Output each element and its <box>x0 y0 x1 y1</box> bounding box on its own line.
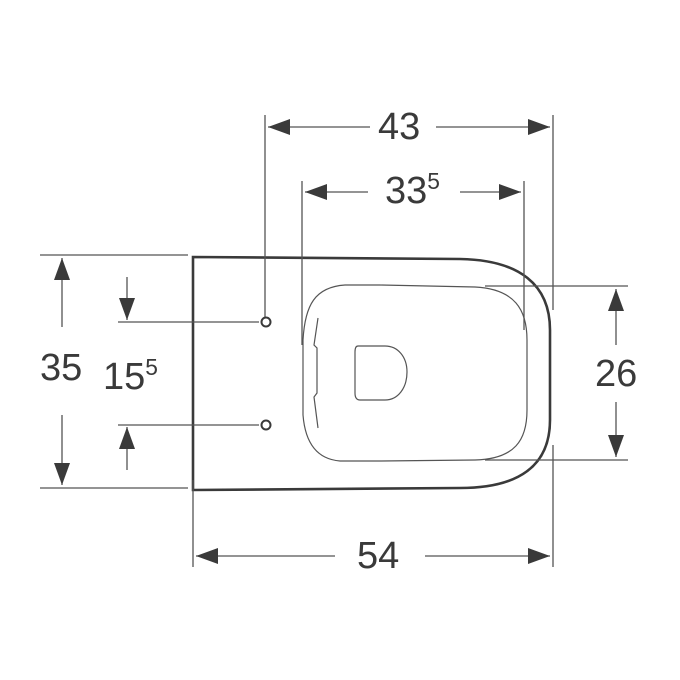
fixing-holes <box>260 316 272 431</box>
fixing-hole-bottom <box>260 419 272 431</box>
dim-value: 43 <box>378 106 421 148</box>
seat-outline <box>302 284 528 462</box>
dimension-lines <box>40 115 628 567</box>
dim-label-33-5: 335 <box>385 170 440 212</box>
dim-value: 35 <box>40 347 83 389</box>
dim-label-15-5: 155 <box>103 356 158 398</box>
dim-value: 26 <box>595 353 638 395</box>
dim-fraction: 5 <box>145 354 158 380</box>
dim-value: 15 <box>103 356 146 398</box>
dim-fraction: 5 <box>427 168 440 194</box>
fixing-hole-top <box>260 316 272 328</box>
dim-label-26: 26 <box>595 355 637 393</box>
dim-label-43: 43 <box>378 108 420 146</box>
toilet-body-outline <box>191 255 552 492</box>
dim-value: 54 <box>357 535 400 577</box>
dim-label-35: 35 <box>40 349 82 387</box>
dim-label-54: 54 <box>357 537 399 575</box>
dim-value: 33 <box>385 170 428 212</box>
